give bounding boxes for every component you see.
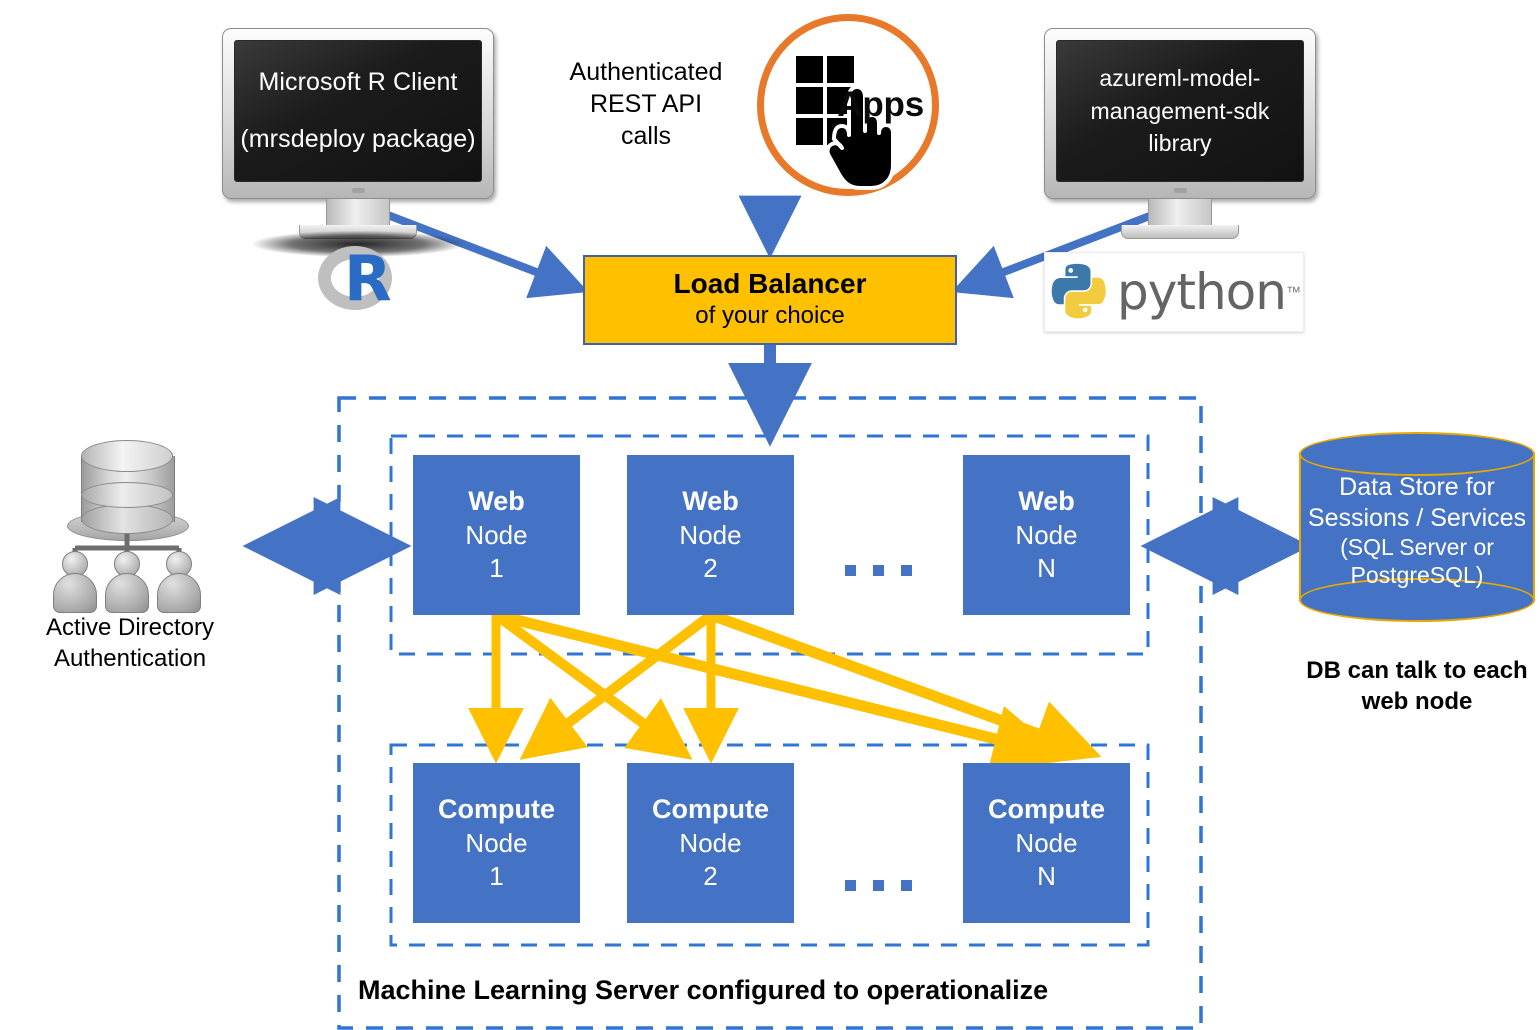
python-client-line3: library (1148, 130, 1212, 157)
web-node-n-sub: Node (1015, 520, 1078, 550)
compute-node-2-index: 2 (703, 861, 718, 892)
arrow-web2-to-compute1 (519, 611, 715, 760)
monitor-power-dot (352, 188, 365, 193)
compute-node-n-title: Compute (988, 794, 1105, 825)
web-node-2-title: Web (682, 486, 739, 517)
web-node-1-sub: Node (465, 520, 528, 550)
ad-person-2 (105, 551, 149, 613)
data-store-cylinder[interactable]: Data Store for Sessions / Services (SQL … (1299, 432, 1535, 626)
monitor-screen-r-client: Microsoft R Client (mrsdeploy package) (234, 40, 482, 182)
active-directory-caption: Active Directory Authentication (15, 612, 245, 674)
monitor-power-dot-python (1174, 188, 1187, 193)
data-store-line3: (SQL Server or (1340, 534, 1494, 560)
monitor-base-python (1121, 225, 1239, 239)
rest-api-label: Authenticated REST API calls (546, 56, 746, 152)
compute-node-1-title: Compute (438, 794, 555, 825)
arrow-web1-to-computeN (494, 609, 1062, 773)
apps-grid-hand-icon (796, 56, 895, 190)
web-node-n[interactable]: Web Node N (963, 455, 1130, 615)
python-trademark: ™ (1285, 283, 1301, 301)
python-logo-plate: python ™ (1044, 252, 1304, 332)
web-node-n-title: Web (1018, 486, 1075, 517)
ad-person-2-body (105, 573, 149, 613)
arrow-web2-to-computeN (709, 609, 1102, 766)
monitor-bezel: Microsoft R Client (mrsdeploy package) (222, 28, 494, 199)
web-node-2-index: 2 (703, 553, 718, 584)
monitor-python-client: azureml-model- management-sdk library (1044, 28, 1316, 239)
monitor-neck (326, 199, 390, 225)
monitor-r-client: Microsoft R Client (mrsdeploy package) (222, 28, 494, 257)
web-node-1[interactable]: Web Node 1 (413, 455, 580, 615)
monitor-screen-python-client: azureml-model- management-sdk library (1056, 40, 1304, 182)
data-store-bottom-ellipse (1299, 578, 1535, 622)
web-node-n-index: N (1037, 553, 1056, 584)
compute-node-2-sub: Node (679, 828, 742, 858)
ml-server-zone-title: Machine Learning Server configured to op… (358, 975, 1049, 1005)
compute-node-1[interactable]: Compute Node 1 (413, 763, 580, 923)
compute-node-n[interactable]: Compute Node N (963, 763, 1130, 923)
apps-icon-wrap: Apps (764, 21, 932, 190)
web-node-2[interactable]: Web Node 2 (627, 455, 794, 615)
monitor-stand-python (1044, 199, 1316, 239)
rest-api-line2: REST API (589, 90, 703, 118)
python-logo-icon (1051, 263, 1106, 319)
python-wordmark: python (1117, 263, 1287, 321)
arrow-web1-to-compute2 (493, 610, 693, 760)
python-client-line1: azureml-model- (1099, 65, 1261, 92)
compute-node-2-title: Compute (652, 794, 769, 825)
ad-person-3-head (166, 551, 192, 577)
r-client-line1: Microsoft R Client (258, 67, 458, 96)
web-tier-ellipsis (845, 565, 912, 576)
web-node-2-sub: Node (679, 520, 742, 550)
compute-node-2[interactable]: Compute Node 2 (627, 763, 794, 923)
monitor-neck-python (1148, 199, 1212, 225)
data-store-caption-line2: web node (1361, 688, 1473, 716)
r-logo-letter: R (344, 242, 392, 315)
rest-api-line1: Authenticated (569, 58, 723, 86)
compute-node-n-sub: Node (1015, 828, 1078, 858)
data-store-line4: PostgreSQL) (1350, 562, 1484, 589)
load-balancer-box[interactable]: Load Balancer of your choice (583, 255, 957, 345)
web-node-1-title: Web (468, 486, 525, 517)
ad-caption-line1: Active Directory (45, 614, 215, 641)
python-client-line2: management-sdk (1090, 97, 1270, 124)
active-directory-users-icon (45, 438, 210, 613)
data-store-line2: Sessions / Services (1307, 503, 1527, 532)
apps-label: Apps (837, 85, 924, 124)
load-balancer-title: Load Balancer (673, 267, 867, 299)
web-node-1-index: 1 (489, 553, 504, 584)
ad-person-1-head (62, 551, 88, 577)
monitor-bezel-python: azureml-model- management-sdk library (1044, 28, 1316, 199)
ad-person-1-body (53, 573, 97, 613)
ad-cylinder-middle (81, 482, 173, 508)
data-store-top-ellipse (1299, 432, 1535, 476)
apps-node[interactable]: Apps (757, 14, 939, 196)
ad-person-1 (53, 551, 97, 613)
data-store-caption: DB can talk to each web node (1295, 655, 1539, 717)
data-store-line1: Data Store for (1339, 473, 1495, 501)
compute-node-1-index: 1 (489, 861, 504, 892)
ad-cylinder-top (81, 440, 173, 472)
r-logo-icon: R (318, 246, 398, 314)
ad-caption-line2: Authentication (53, 645, 207, 673)
ad-person-3 (157, 551, 201, 613)
load-balancer-subtitle: of your choice (695, 302, 845, 330)
data-store-body (1299, 453, 1535, 601)
compute-node-n-index: N (1037, 861, 1056, 892)
compute-node-1-sub: Node (465, 828, 528, 858)
ad-person-3-body (157, 573, 201, 613)
data-store-label: Data Store for Sessions / Services (SQL … (1299, 472, 1535, 589)
monitor-stand (222, 199, 494, 257)
data-store-caption-line1: DB can talk to each (1306, 657, 1528, 684)
compute-tier-ellipsis (845, 880, 912, 891)
r-client-line2: (mrsdeploy package) (240, 125, 476, 153)
rest-api-line3: calls (620, 122, 671, 150)
